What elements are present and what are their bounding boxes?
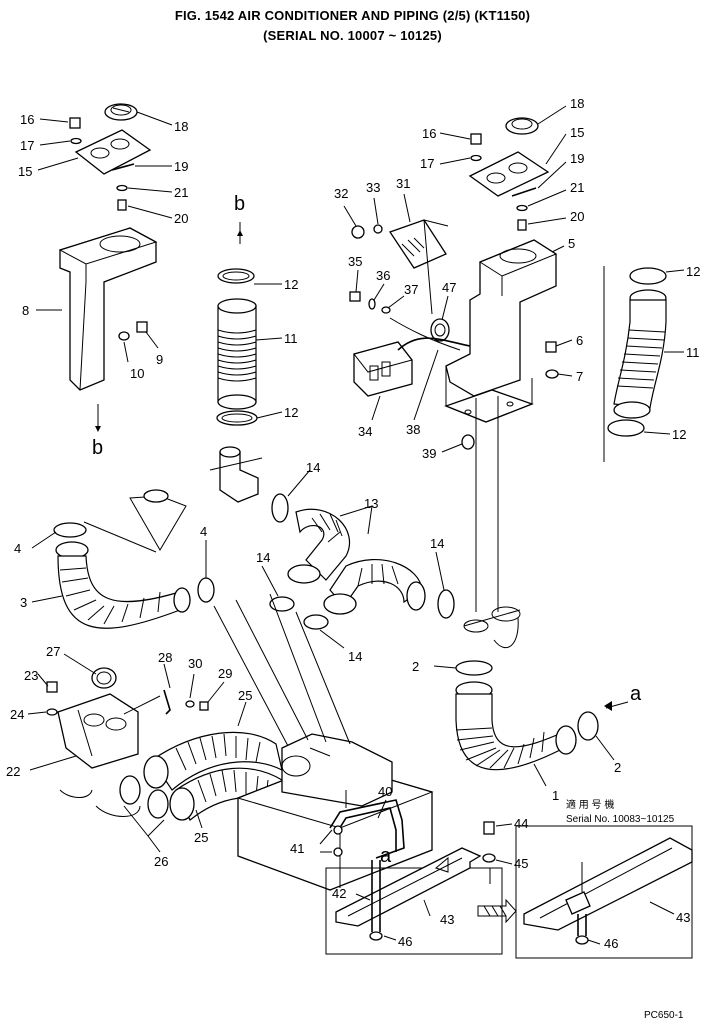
- callout-38: 38: [406, 422, 420, 437]
- callout-29: 29: [218, 666, 232, 681]
- callout-16: 16: [20, 112, 34, 127]
- callout-20: 20: [174, 211, 188, 226]
- callout-42: 42: [332, 886, 346, 901]
- hose-assembly-left: [31, 489, 215, 629]
- callout-45: 45: [514, 856, 528, 871]
- callout-12-d: 12: [672, 427, 686, 442]
- callout-3: 3: [20, 595, 27, 610]
- duct-assembly-left: [36, 103, 173, 432]
- view-marker-a-right: a: [630, 683, 642, 705]
- callout-14-a: 14: [306, 460, 320, 475]
- hose-assembly-25: [119, 701, 285, 853]
- callout-12-a: 12: [284, 277, 298, 292]
- callout-18: 18: [174, 119, 188, 134]
- view-marker-b-bottom: b: [92, 437, 103, 459]
- callout-17: 17: [20, 138, 34, 153]
- callout-25-a: 25: [238, 688, 252, 703]
- callout-4-a: 4: [14, 541, 21, 556]
- callout-9: 9: [156, 352, 163, 367]
- callout-21-b: 21: [570, 180, 584, 195]
- callout-43-b: 43: [676, 910, 690, 925]
- callout-47: 47: [442, 280, 456, 295]
- figure-title: FIG. 1542 AIR CONDITIONER AND PIPING (2/…: [174, 8, 531, 23]
- callout-40: 40: [378, 784, 392, 799]
- callout-14-c: 14: [256, 550, 270, 565]
- callout-5: 5: [568, 236, 575, 251]
- view-marker-b-top: b: [234, 193, 245, 215]
- callout-16-b: 16: [422, 126, 436, 141]
- callout-18-b: 18: [570, 96, 584, 111]
- duct-assembly-right: [343, 105, 573, 649]
- callout-11-b: 11: [686, 345, 700, 360]
- callout-36: 36: [376, 268, 390, 283]
- callout-35: 35: [348, 254, 362, 269]
- serial-note-label: 適 用 号 機: [566, 798, 614, 811]
- callout-14-b: 14: [430, 536, 444, 551]
- callout-12-b: 12: [284, 405, 298, 420]
- callout-14-d: 14: [348, 649, 362, 664]
- callout-39: 39: [422, 446, 436, 461]
- serial-note-range: Serial No. 10083~10125: [566, 814, 675, 825]
- callout-22: 22: [6, 764, 20, 779]
- hose-assembly-center: [209, 222, 283, 503]
- callout-43-a: 43: [440, 912, 454, 927]
- callout-15-b: 15: [570, 125, 584, 140]
- callout-24: 24: [10, 707, 24, 722]
- bracket-43-old: [325, 821, 513, 955]
- callout-17-b: 17: [420, 156, 434, 171]
- callout-7: 7: [576, 369, 583, 384]
- callout-1: 1: [552, 788, 559, 803]
- callout-44: 44: [514, 816, 528, 831]
- hose-assembly-13: [261, 469, 455, 649]
- callout-30: 30: [188, 656, 202, 671]
- air-conditioner-unit: [213, 593, 434, 891]
- callout-4-b: 4: [200, 524, 207, 539]
- callout-41: 41: [290, 841, 304, 856]
- callout-32: 32: [334, 186, 348, 201]
- callout-26: 26: [154, 854, 168, 869]
- bracket-assembly-22: [27, 653, 225, 771]
- callout-labels: 16 17 15 18 19 21 20 8 10 9 12 11 12 4 3…: [6, 96, 700, 951]
- callout-19-b: 19: [570, 151, 584, 166]
- view-marker-a-bottom: a: [380, 845, 392, 867]
- callout-46-a: 46: [398, 934, 412, 949]
- hose-assembly-1: [433, 660, 629, 787]
- hose-assembly-right: [603, 266, 685, 462]
- bracket-43-new: [477, 825, 693, 959]
- callout-20-b: 20: [570, 209, 584, 224]
- callout-2-a: 2: [412, 659, 419, 674]
- callout-10: 10: [130, 366, 144, 381]
- callout-2-b: 2: [614, 760, 621, 775]
- callout-31: 31: [396, 176, 410, 191]
- callout-12-c: 12: [686, 264, 700, 279]
- callout-34: 34: [358, 424, 372, 439]
- callout-46-b: 46: [604, 936, 618, 951]
- callout-33: 33: [366, 180, 380, 195]
- callout-8: 8: [22, 303, 29, 318]
- callout-25-b: 25: [194, 830, 208, 845]
- callout-11-a: 11: [284, 331, 298, 346]
- callout-19: 19: [174, 159, 188, 174]
- callout-15: 15: [18, 164, 32, 179]
- footer-code: PC650-1: [644, 1010, 684, 1020]
- callout-37: 37: [404, 282, 418, 297]
- callout-28: 28: [158, 650, 172, 665]
- callout-27: 27: [46, 644, 60, 659]
- callout-21: 21: [174, 185, 188, 200]
- figure-subtitle: (SERIAL NO. 10007 ~ 10125): [263, 28, 442, 43]
- callout-23: 23: [24, 668, 38, 683]
- callout-6: 6: [576, 333, 583, 348]
- callout-13: 13: [364, 496, 378, 511]
